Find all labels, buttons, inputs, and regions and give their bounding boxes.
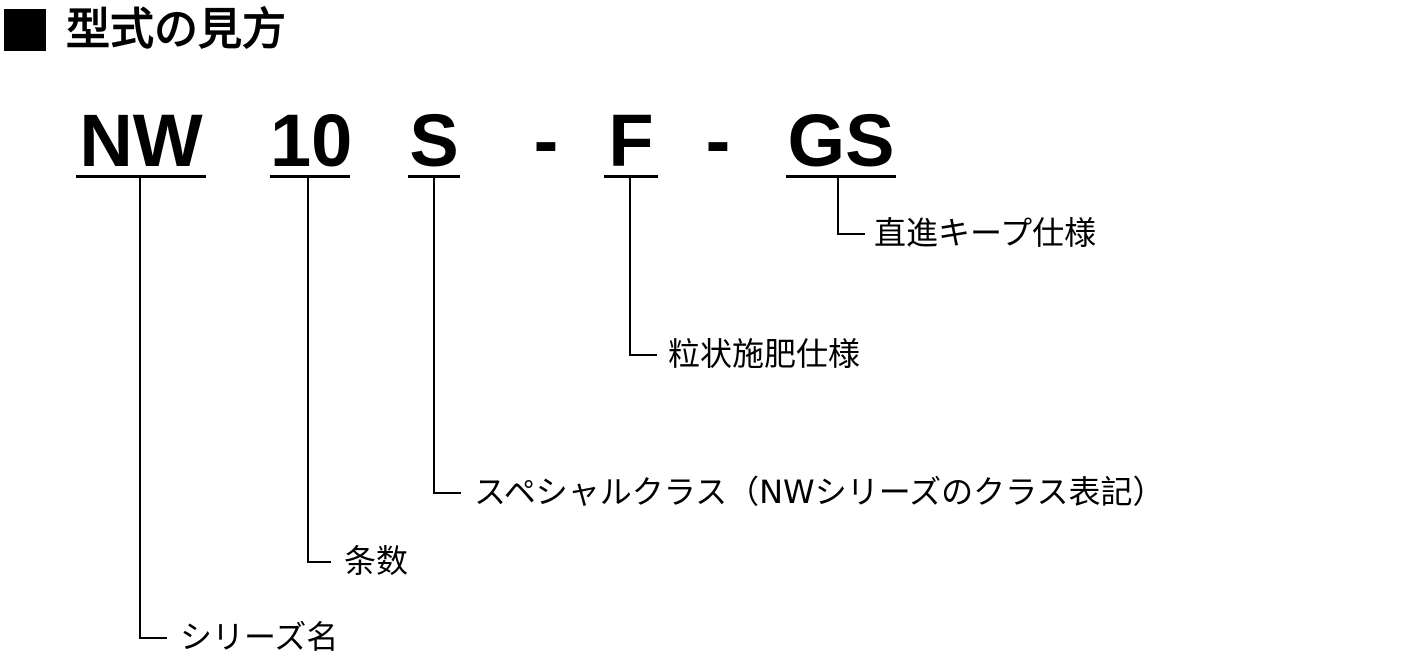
connector-fertilizer-horizontal: [629, 354, 657, 356]
underline-series: [76, 175, 206, 178]
label-special-class: スペシャルクラス（NWシリーズのクラス表記）: [474, 473, 1165, 511]
underline-rows: [270, 175, 350, 178]
page-title: 型式の見方: [66, 4, 286, 55]
underline-straight: [786, 175, 896, 178]
connector-fertilizer-vertical: [629, 178, 631, 356]
code-straight: GS: [787, 99, 895, 182]
underline-class: [408, 175, 460, 178]
label-straight-keep: 直進キープ仕様: [874, 214, 1097, 252]
connector-straight-horizontal: [837, 233, 865, 235]
label-granular-fertilizer: 粒状施肥仕様: [668, 335, 861, 373]
label-rows: 条数: [344, 542, 409, 580]
code-separator-1: -: [533, 99, 559, 182]
connector-rows-horizontal: [307, 561, 331, 563]
title-square-icon: [4, 9, 46, 51]
connector-series-vertical: [139, 178, 141, 639]
label-series-name: シリーズ名: [180, 618, 339, 656]
code-rows: 10: [270, 99, 353, 182]
page-title-block: 型式の見方: [4, 2, 286, 58]
connector-straight-vertical: [837, 178, 839, 235]
code-class: S: [409, 99, 459, 182]
connector-class-horizontal: [433, 492, 461, 494]
connector-class-vertical: [433, 178, 435, 494]
code-series: NW: [79, 99, 203, 182]
code-fertilizer: F: [608, 99, 654, 182]
connector-series-horizontal: [139, 637, 167, 639]
connector-rows-vertical: [307, 178, 309, 563]
code-separator-2: -: [705, 99, 731, 182]
underline-fertilizer: [604, 175, 658, 178]
